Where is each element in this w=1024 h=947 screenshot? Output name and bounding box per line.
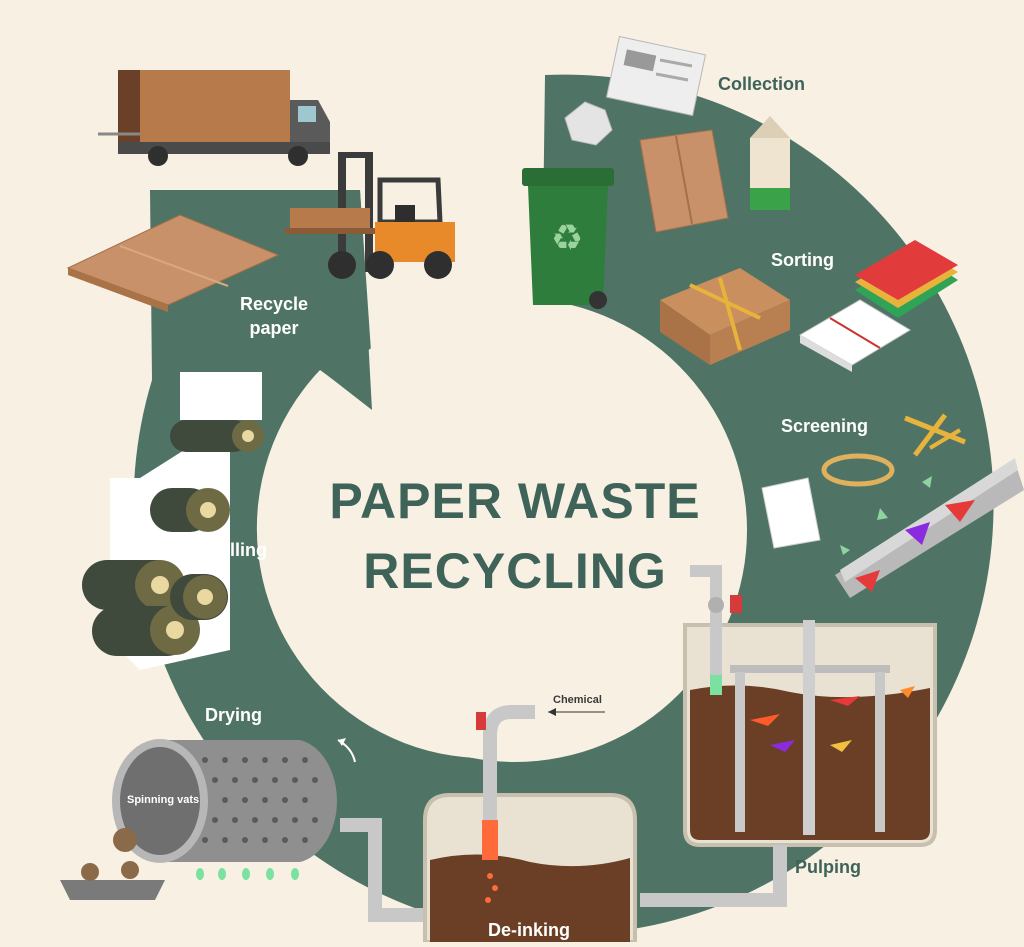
staples-icon bbox=[904, 413, 966, 457]
label-rolling: Rolling bbox=[206, 540, 267, 560]
label-sorting: Sorting bbox=[771, 250, 834, 270]
label-collection: Collection bbox=[718, 74, 806, 94]
deinking-tank-icon bbox=[423, 705, 637, 944]
title-line-2: RECYCLING bbox=[363, 543, 667, 599]
label-recycle-paper-line-1: Recycle bbox=[239, 294, 309, 314]
label-screening: Screening bbox=[781, 416, 869, 436]
label-recycle-paper-line-2: paper bbox=[249, 318, 299, 338]
connecting-pipes bbox=[340, 818, 787, 922]
drying-drum-icon bbox=[60, 738, 356, 900]
cardboard-bundle-icon bbox=[660, 268, 790, 365]
newspaper-icon bbox=[605, 35, 707, 117]
crumpled-paper-icon bbox=[564, 101, 613, 146]
flat-cardboard-icon bbox=[66, 214, 280, 312]
paper-sheet-icon bbox=[761, 477, 821, 549]
conveyor-chute-icon bbox=[835, 458, 1024, 598]
rubber-band-icon bbox=[821, 453, 895, 487]
recycle-bin-icon: ♻ bbox=[522, 168, 614, 309]
forklift-icon bbox=[285, 152, 455, 279]
title-line-1: PAPER WASTE bbox=[329, 473, 701, 529]
flow-arrows bbox=[840, 476, 932, 555]
color-paper-stack-icon bbox=[855, 240, 958, 318]
label-drying: Drying bbox=[205, 705, 263, 725]
label-pulping: Pulping bbox=[795, 857, 861, 877]
cardboard-sheet-icon bbox=[639, 129, 729, 233]
label-chemical: Chemical bbox=[553, 694, 602, 706]
svg-text:♻: ♻ bbox=[551, 218, 583, 259]
paper-bundle-icon bbox=[799, 299, 911, 372]
label-deinking: De-inking bbox=[488, 920, 571, 940]
pulping-tank-icon bbox=[683, 565, 937, 847]
paper-rolls-icon bbox=[82, 372, 264, 670]
milk-carton-icon bbox=[750, 116, 790, 210]
label-spinning-vats: Spinning vats bbox=[127, 794, 200, 806]
delivery-truck-icon bbox=[98, 70, 330, 166]
